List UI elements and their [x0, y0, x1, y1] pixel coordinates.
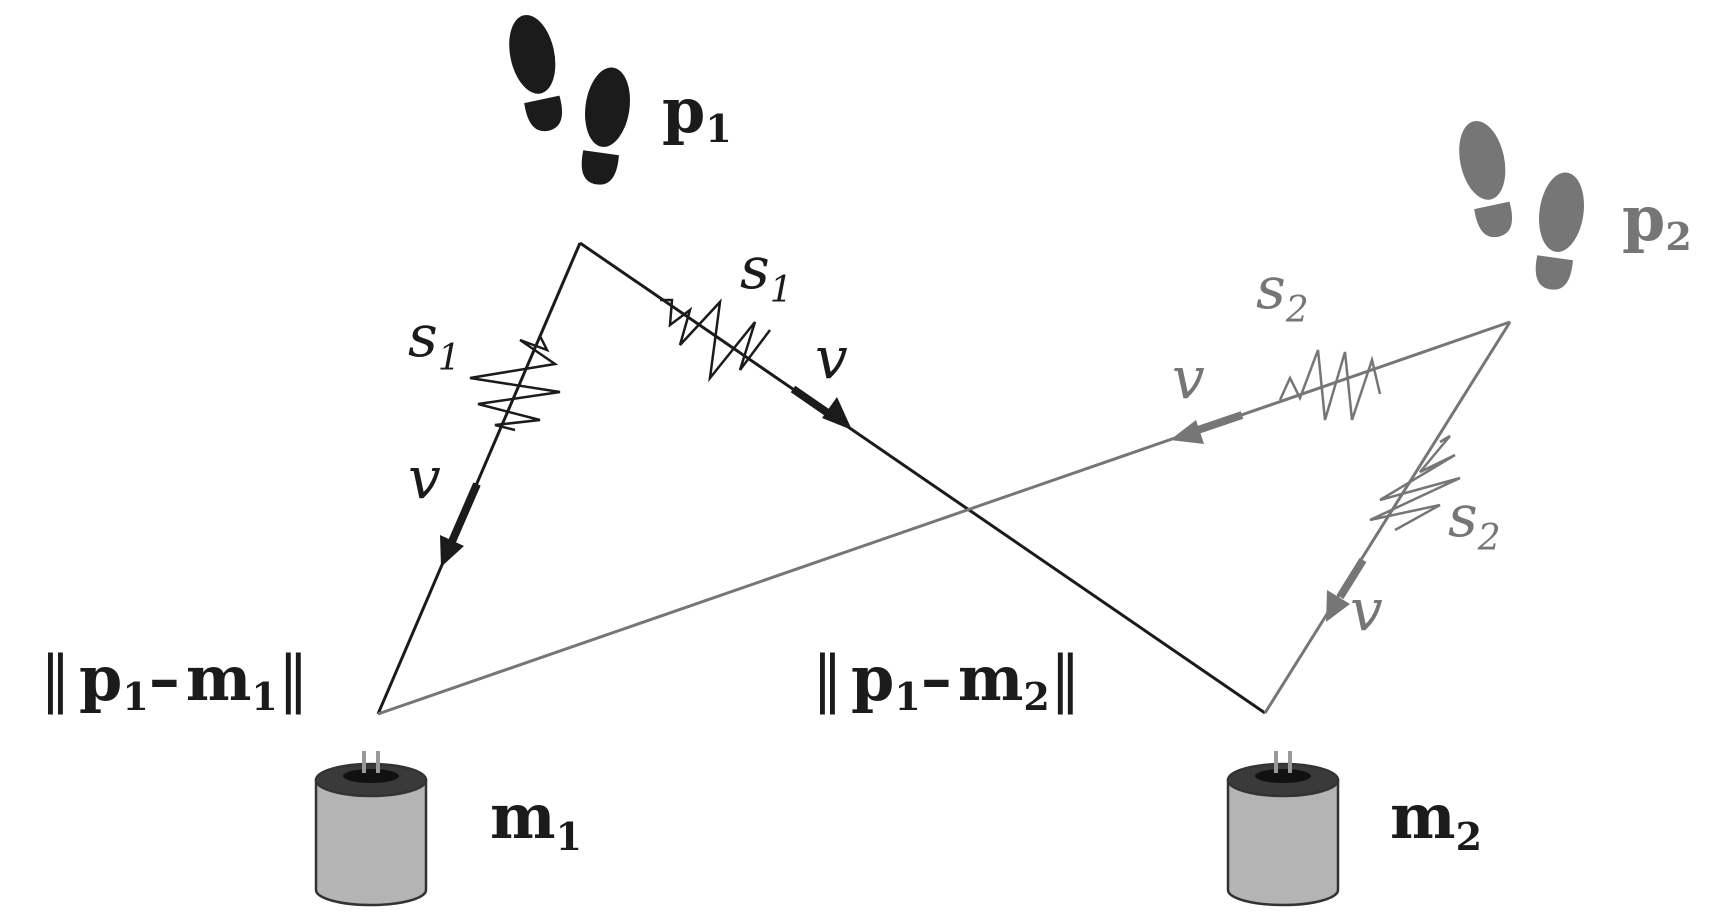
arrowhead-p1-m1	[440, 535, 464, 567]
path-p1-m2	[579, 241, 1266, 715]
waveform-s2-m1	[1278, 349, 1382, 421]
arrowhead-p2-m2	[1326, 590, 1350, 622]
velocity-label-p2-m1: v	[1172, 344, 1205, 412]
distance-label-p1-m1: ‖p1–m1‖	[40, 642, 309, 719]
velocity-label-p1-m1: v	[408, 444, 441, 512]
signal-label-s2-m1: s2	[1256, 254, 1309, 331]
path-p2-m2	[1263, 321, 1512, 714]
arrowhead-p1-m2	[822, 397, 852, 430]
person-label-p2: p2	[1622, 182, 1692, 259]
arrowhead-p2-m1	[1170, 420, 1204, 444]
footprints-icon	[1452, 116, 1589, 293]
footprints-icon	[502, 10, 635, 188]
velocity-label-p2-m2: v	[1350, 576, 1383, 644]
path-p1-m1	[376, 242, 582, 715]
mic-label-m2: m2	[1390, 780, 1482, 859]
distance-label-p1-m2: ‖p1–m2‖	[812, 642, 1081, 719]
waveform-s1-m1	[469, 335, 561, 432]
path-p2-m1	[377, 320, 1511, 716]
microphone-icon	[1226, 751, 1340, 907]
person-label-p1: p1	[662, 74, 732, 151]
microphone-icon	[314, 751, 428, 907]
waveform-s1-m2	[660, 298, 771, 383]
signal-label-s1-m2: s1	[740, 234, 793, 311]
waveform-s2-m2	[1369, 434, 1461, 532]
velocity-label-p1-m2: v	[815, 324, 848, 392]
signal-label-s1-m1: s1	[408, 302, 461, 379]
signal-label-s2-m2: s2	[1448, 482, 1501, 559]
mic-label-m1: m1	[490, 780, 582, 859]
